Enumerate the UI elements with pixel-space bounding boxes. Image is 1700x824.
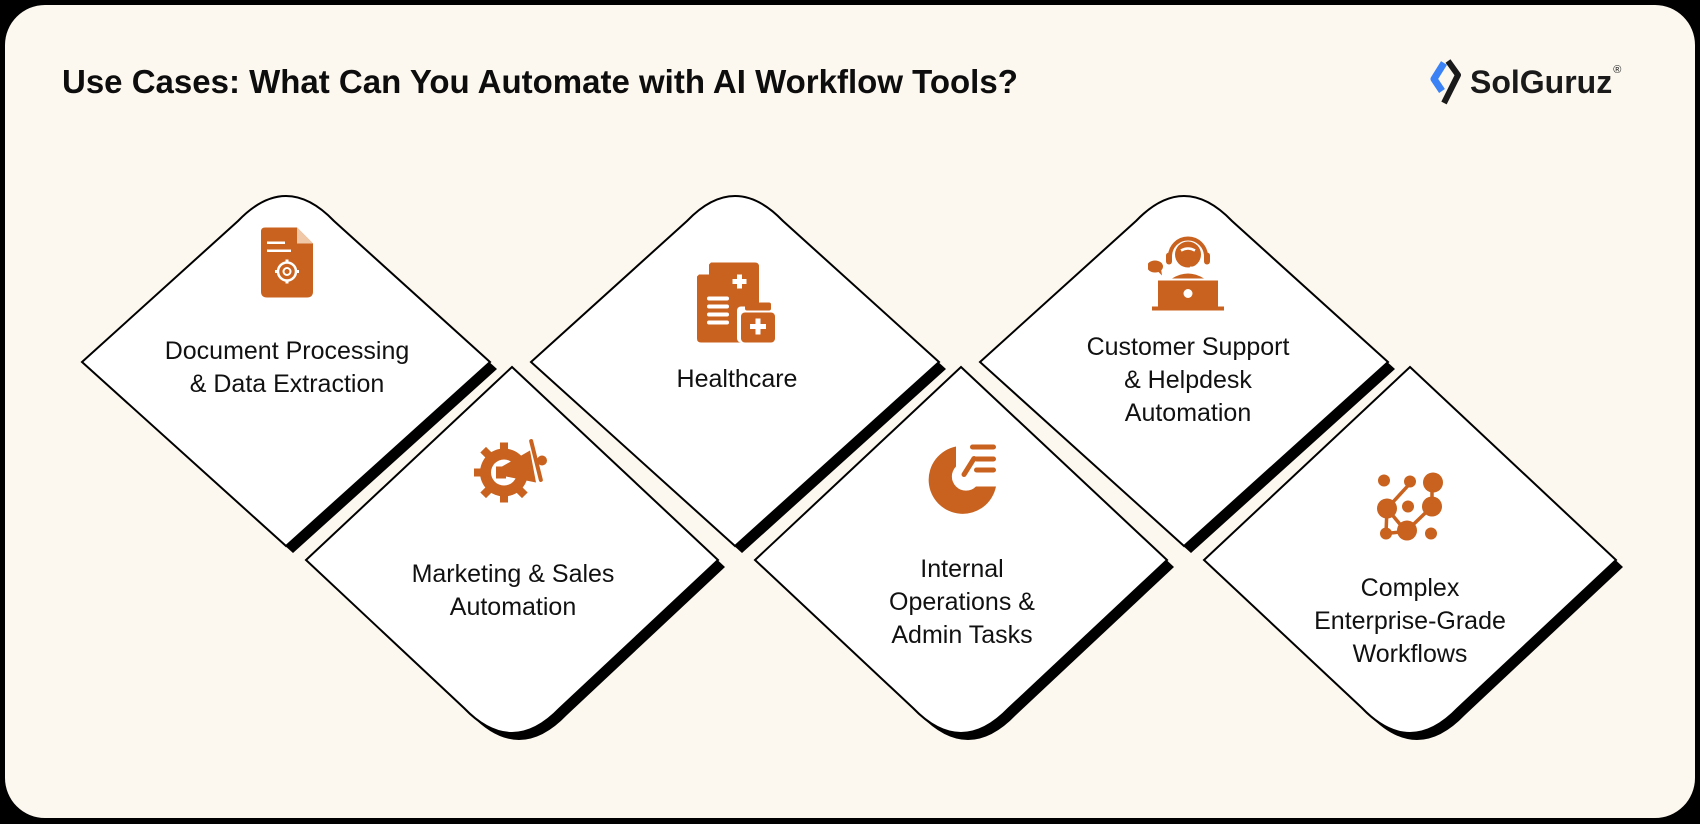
use-case-label: Complex Enterprise-Grade Workflows xyxy=(1314,574,1506,668)
infographic-card: Use Cases: What Can You Automate with AI… xyxy=(5,5,1695,818)
use-case-label: Healthcare xyxy=(676,365,798,393)
document-gear-icon xyxy=(261,227,313,303)
support-agent-icon xyxy=(1147,231,1228,316)
operations-chart-icon xyxy=(926,444,998,522)
medical-record-icon xyxy=(697,262,777,348)
page-title: Use Cases: What Can You Automate with AI… xyxy=(62,63,1018,100)
use-case-label: Document Processing & Data Extraction xyxy=(164,337,410,398)
network-nodes-icon xyxy=(1376,472,1444,549)
use-case-label: Customer Support & Helpdesk Automation xyxy=(1086,333,1290,427)
use-case-label: Internal Operations & Admin Tasks xyxy=(889,555,1035,649)
logo-mark-icon xyxy=(1430,59,1461,105)
megaphone-gear-icon xyxy=(474,437,552,510)
registered-mark: ® xyxy=(1613,64,1622,76)
use-case-label: Marketing & Sales Automation xyxy=(411,560,615,621)
solguruz-logo: SolGuruz ® xyxy=(1430,57,1621,107)
diamond-tiles xyxy=(81,195,1623,740)
logo-text: SolGuruz xyxy=(1470,63,1613,100)
